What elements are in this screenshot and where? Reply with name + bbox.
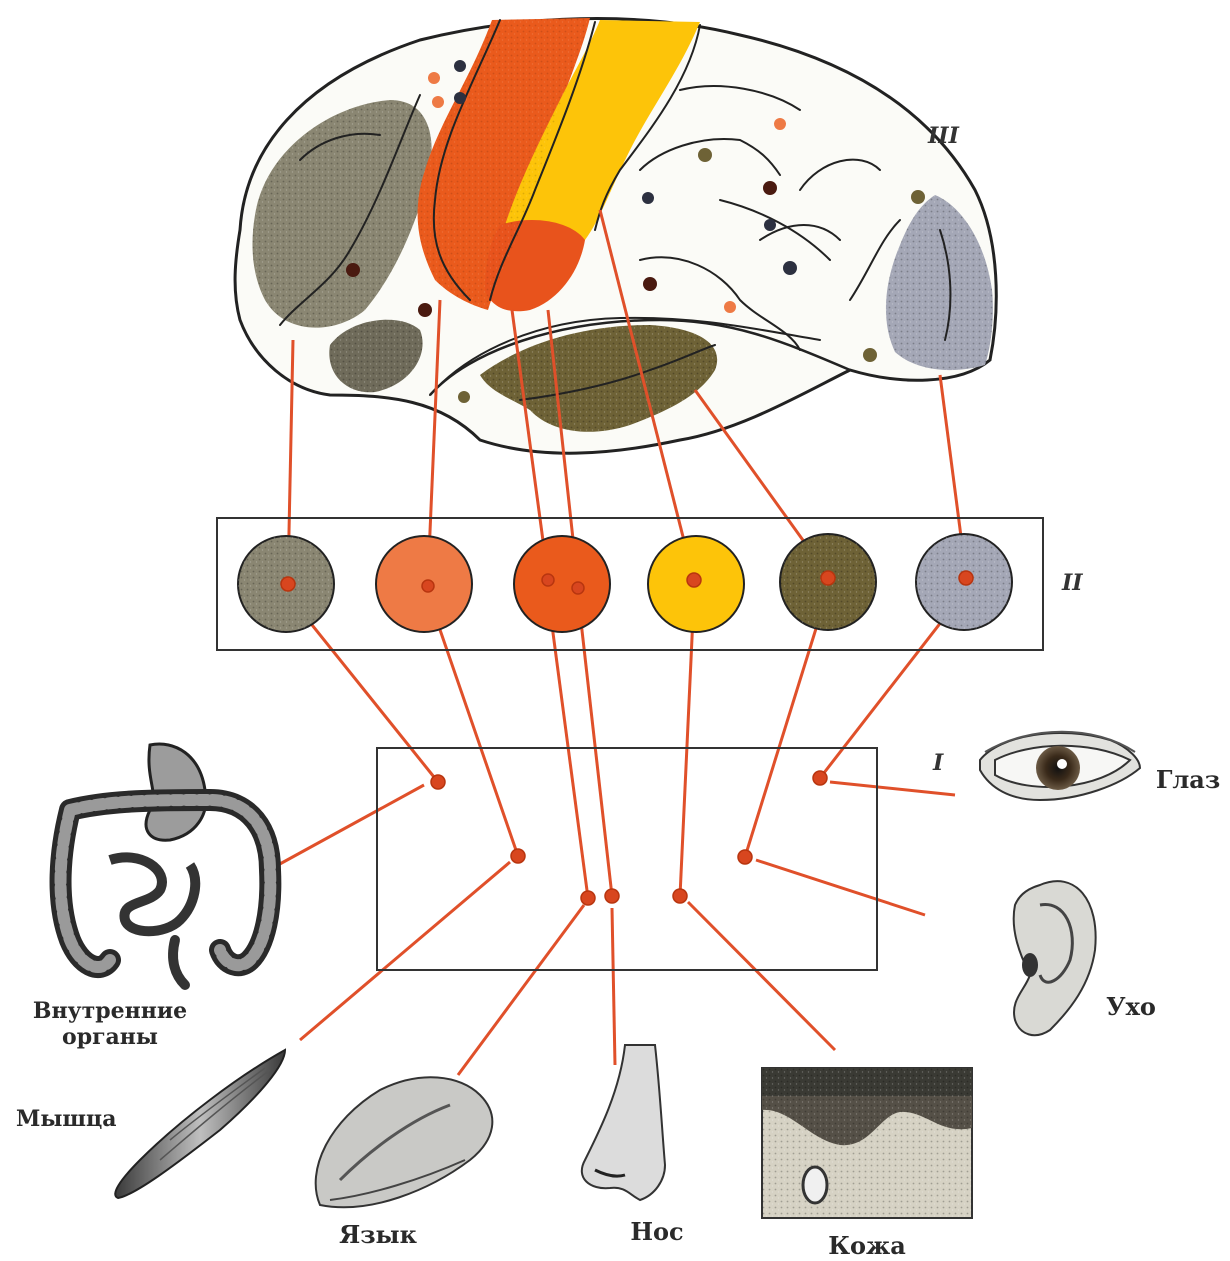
level-2-circle-light-orange	[376, 536, 472, 632]
level-1-label: I	[932, 750, 944, 776]
muscle-illustration	[115, 1050, 285, 1198]
relay-node-ear	[738, 850, 752, 864]
level-2-label: II	[1061, 570, 1083, 596]
skin-illustration	[762, 1068, 972, 1218]
eye-illustration	[980, 732, 1140, 800]
skin-label: Кожа	[828, 1231, 906, 1260]
level-2-circle-gray	[238, 536, 334, 632]
nose-label: Нос	[630, 1217, 683, 1246]
relay-node-muscle	[511, 849, 525, 863]
ear-label: Ухо	[1106, 992, 1156, 1021]
ear-illustration	[1014, 881, 1096, 1035]
eye-label: Глаз	[1156, 765, 1220, 794]
relay-node-skin	[673, 889, 687, 903]
internal-organs-label-line2: органы	[62, 1024, 158, 1050]
level-1-box	[377, 748, 877, 970]
relay-node-nose	[605, 889, 619, 903]
relay-node-eye	[813, 771, 827, 785]
relay-node-internal	[431, 775, 445, 789]
level-2-circle-olive	[780, 534, 876, 630]
level-2-box	[217, 518, 1043, 650]
level-2-circle-orange	[514, 536, 610, 632]
level-3-label: III	[927, 123, 960, 149]
relay-node-tongue	[581, 891, 595, 905]
level-2-circle-blue-gray	[916, 534, 1012, 630]
tongue-illustration	[316, 1077, 493, 1207]
nose-illustration	[582, 1045, 665, 1200]
internal-organs-illustration	[61, 744, 271, 985]
tongue-label: Язык	[339, 1220, 418, 1249]
brain-cortex	[235, 18, 996, 453]
internal-organs-label-line1: Внутренние	[33, 998, 187, 1024]
muscle-label: Мышца	[16, 1106, 117, 1132]
level-2-circle-yellow	[648, 536, 744, 632]
